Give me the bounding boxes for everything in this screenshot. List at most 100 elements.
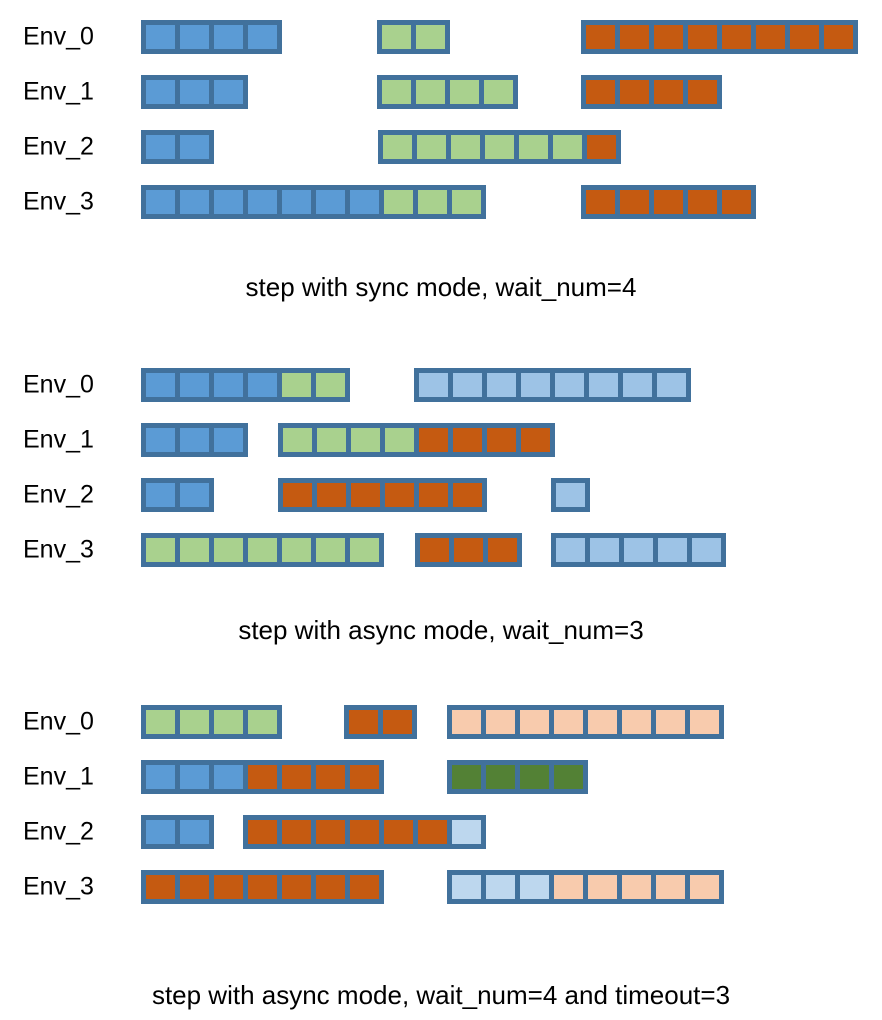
- step-block-peach: [554, 875, 583, 899]
- step-bar: [447, 760, 588, 794]
- step-bar: [377, 20, 450, 54]
- step-block-orange: [419, 428, 448, 452]
- step-block-light-blue: [556, 483, 585, 507]
- step-block-green: [418, 190, 447, 214]
- step-block-blue: [282, 190, 311, 214]
- step-block-green: [382, 25, 411, 49]
- step-block-blue: [214, 25, 243, 49]
- step-bar: [415, 533, 522, 567]
- step-block-pale-blue: [486, 875, 515, 899]
- step-bar: [581, 185, 756, 219]
- step-bar: [278, 478, 487, 512]
- env-row-env_2: Env_2: [0, 130, 882, 164]
- step-block-peach: [588, 875, 617, 899]
- env-label: Env_3: [23, 535, 94, 564]
- step-block-blue: [146, 373, 175, 397]
- step-block-green: [146, 538, 175, 562]
- step-block-orange: [214, 875, 243, 899]
- step-block-pale-blue: [452, 875, 481, 899]
- step-bar: [141, 368, 350, 402]
- step-block-peach: [452, 710, 481, 734]
- step-block-orange: [351, 483, 380, 507]
- step-block-green: [450, 80, 479, 104]
- step-bar: [141, 815, 214, 849]
- step-block-light-blue: [556, 538, 585, 562]
- env-label: Env_3: [23, 187, 94, 216]
- step-bar: [377, 75, 518, 109]
- step-block-orange: [383, 710, 412, 734]
- step-block-green: [416, 80, 445, 104]
- sync-mode-caption: step with sync mode, wait_num=4: [245, 272, 637, 302]
- step-block-blue: [214, 428, 243, 452]
- env-label: Env_0: [23, 370, 94, 399]
- async-timeout-caption: step with async mode, wait_num=4 and tim…: [151, 980, 731, 1010]
- step-bar: [243, 815, 486, 849]
- async-mode-caption: step with async mode, wait_num=3: [238, 615, 644, 645]
- step-block-green: [385, 428, 414, 452]
- step-block-orange: [282, 820, 311, 844]
- step-block-peach: [690, 875, 719, 899]
- env-label: Env_0: [23, 707, 94, 736]
- step-block-blue: [146, 765, 175, 789]
- step-block-orange: [688, 80, 717, 104]
- step-block-orange: [790, 25, 819, 49]
- step-block-blue: [146, 190, 175, 214]
- step-block-light-blue: [419, 373, 448, 397]
- step-block-orange: [248, 765, 277, 789]
- step-bar: [141, 75, 248, 109]
- step-block-orange: [420, 538, 449, 562]
- step-block-blue: [248, 25, 277, 49]
- step-block-orange: [350, 875, 379, 899]
- step-block-green: [248, 538, 277, 562]
- step-block-peach: [656, 875, 685, 899]
- step-block-orange: [654, 25, 683, 49]
- step-block-light-blue: [624, 538, 653, 562]
- step-block-orange: [454, 538, 483, 562]
- env-row-env_3: Env_3: [0, 533, 882, 567]
- step-block-blue: [146, 483, 175, 507]
- step-block-green: [351, 428, 380, 452]
- step-block-orange: [350, 765, 379, 789]
- step-bar: [414, 368, 691, 402]
- step-bar: [141, 478, 214, 512]
- step-block-blue: [214, 765, 243, 789]
- env-row-env_3: Env_3: [0, 870, 882, 904]
- env-row-env_0: Env_0: [0, 20, 882, 54]
- env-label: Env_1: [23, 425, 94, 454]
- step-block-blue: [180, 80, 209, 104]
- step-block-orange: [282, 875, 311, 899]
- step-block-blue: [146, 80, 175, 104]
- env-label: Env_2: [23, 132, 94, 161]
- step-block-green: [317, 428, 346, 452]
- step-block-orange: [688, 25, 717, 49]
- step-block-blue: [248, 373, 277, 397]
- step-block-blue: [180, 25, 209, 49]
- step-block-green: [282, 373, 311, 397]
- step-block-green: [180, 538, 209, 562]
- env-row-env_1: Env_1: [0, 75, 882, 109]
- step-block-dark-green: [486, 765, 515, 789]
- step-block-orange: [453, 483, 482, 507]
- step-block-orange: [487, 428, 516, 452]
- step-bar: [141, 130, 214, 164]
- step-block-blue: [146, 820, 175, 844]
- step-block-light-blue: [589, 373, 618, 397]
- step-block-light-blue: [657, 373, 686, 397]
- step-block-green: [452, 190, 481, 214]
- step-block-orange: [146, 875, 175, 899]
- step-bar: [278, 423, 555, 457]
- step-block-orange: [283, 483, 312, 507]
- step-block-green: [214, 710, 243, 734]
- step-block-blue: [180, 483, 209, 507]
- step-block-orange: [418, 820, 447, 844]
- env-row-env_3: Env_3: [0, 185, 882, 219]
- step-block-peach: [690, 710, 719, 734]
- step-block-green: [180, 710, 209, 734]
- step-block-orange: [316, 820, 345, 844]
- step-bar: [581, 75, 722, 109]
- step-block-light-blue: [453, 373, 482, 397]
- step-block-blue: [180, 820, 209, 844]
- step-block-dark-green: [554, 765, 583, 789]
